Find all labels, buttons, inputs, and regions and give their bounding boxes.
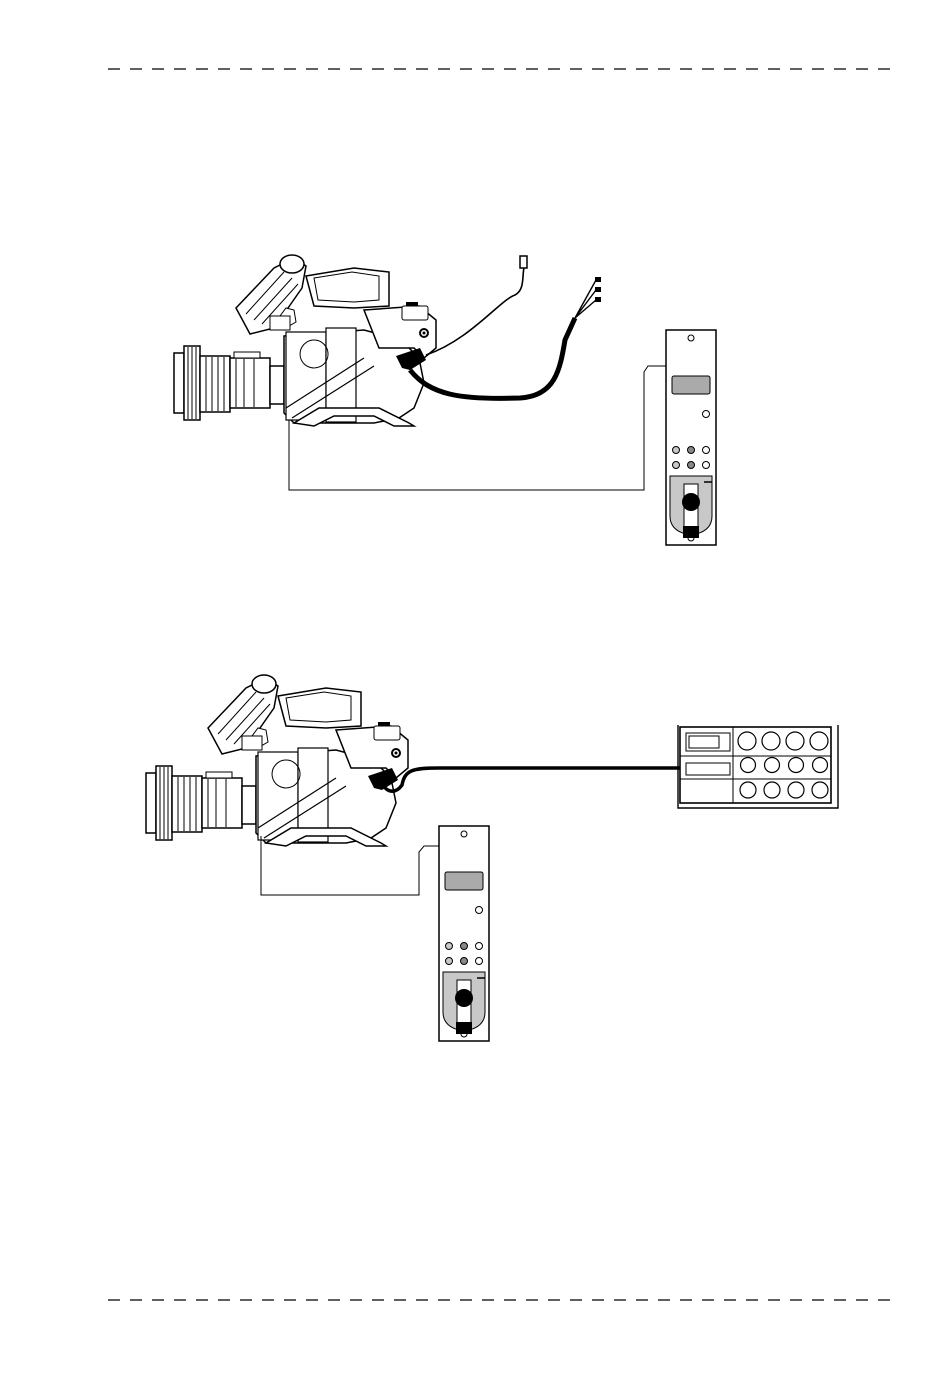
- breakout-connector-icon: [595, 287, 601, 292]
- small-plug-icon: [520, 256, 527, 268]
- remote-control-panel-fig2: [439, 826, 489, 1041]
- base-station: [678, 725, 838, 808]
- breakout-connector-icon: [595, 277, 601, 282]
- camera-fig1: [174, 255, 436, 426]
- remote-control-panel-fig1: [666, 330, 716, 545]
- camera-fig2: [146, 675, 408, 846]
- figure-1: [174, 255, 716, 545]
- figure-2: [146, 675, 838, 1041]
- breakout-wires: [575, 280, 596, 318]
- thick-cable-fig2: [382, 768, 680, 791]
- breakout-connector-icon: [595, 297, 601, 302]
- thin-cable-fig1: [426, 268, 524, 355]
